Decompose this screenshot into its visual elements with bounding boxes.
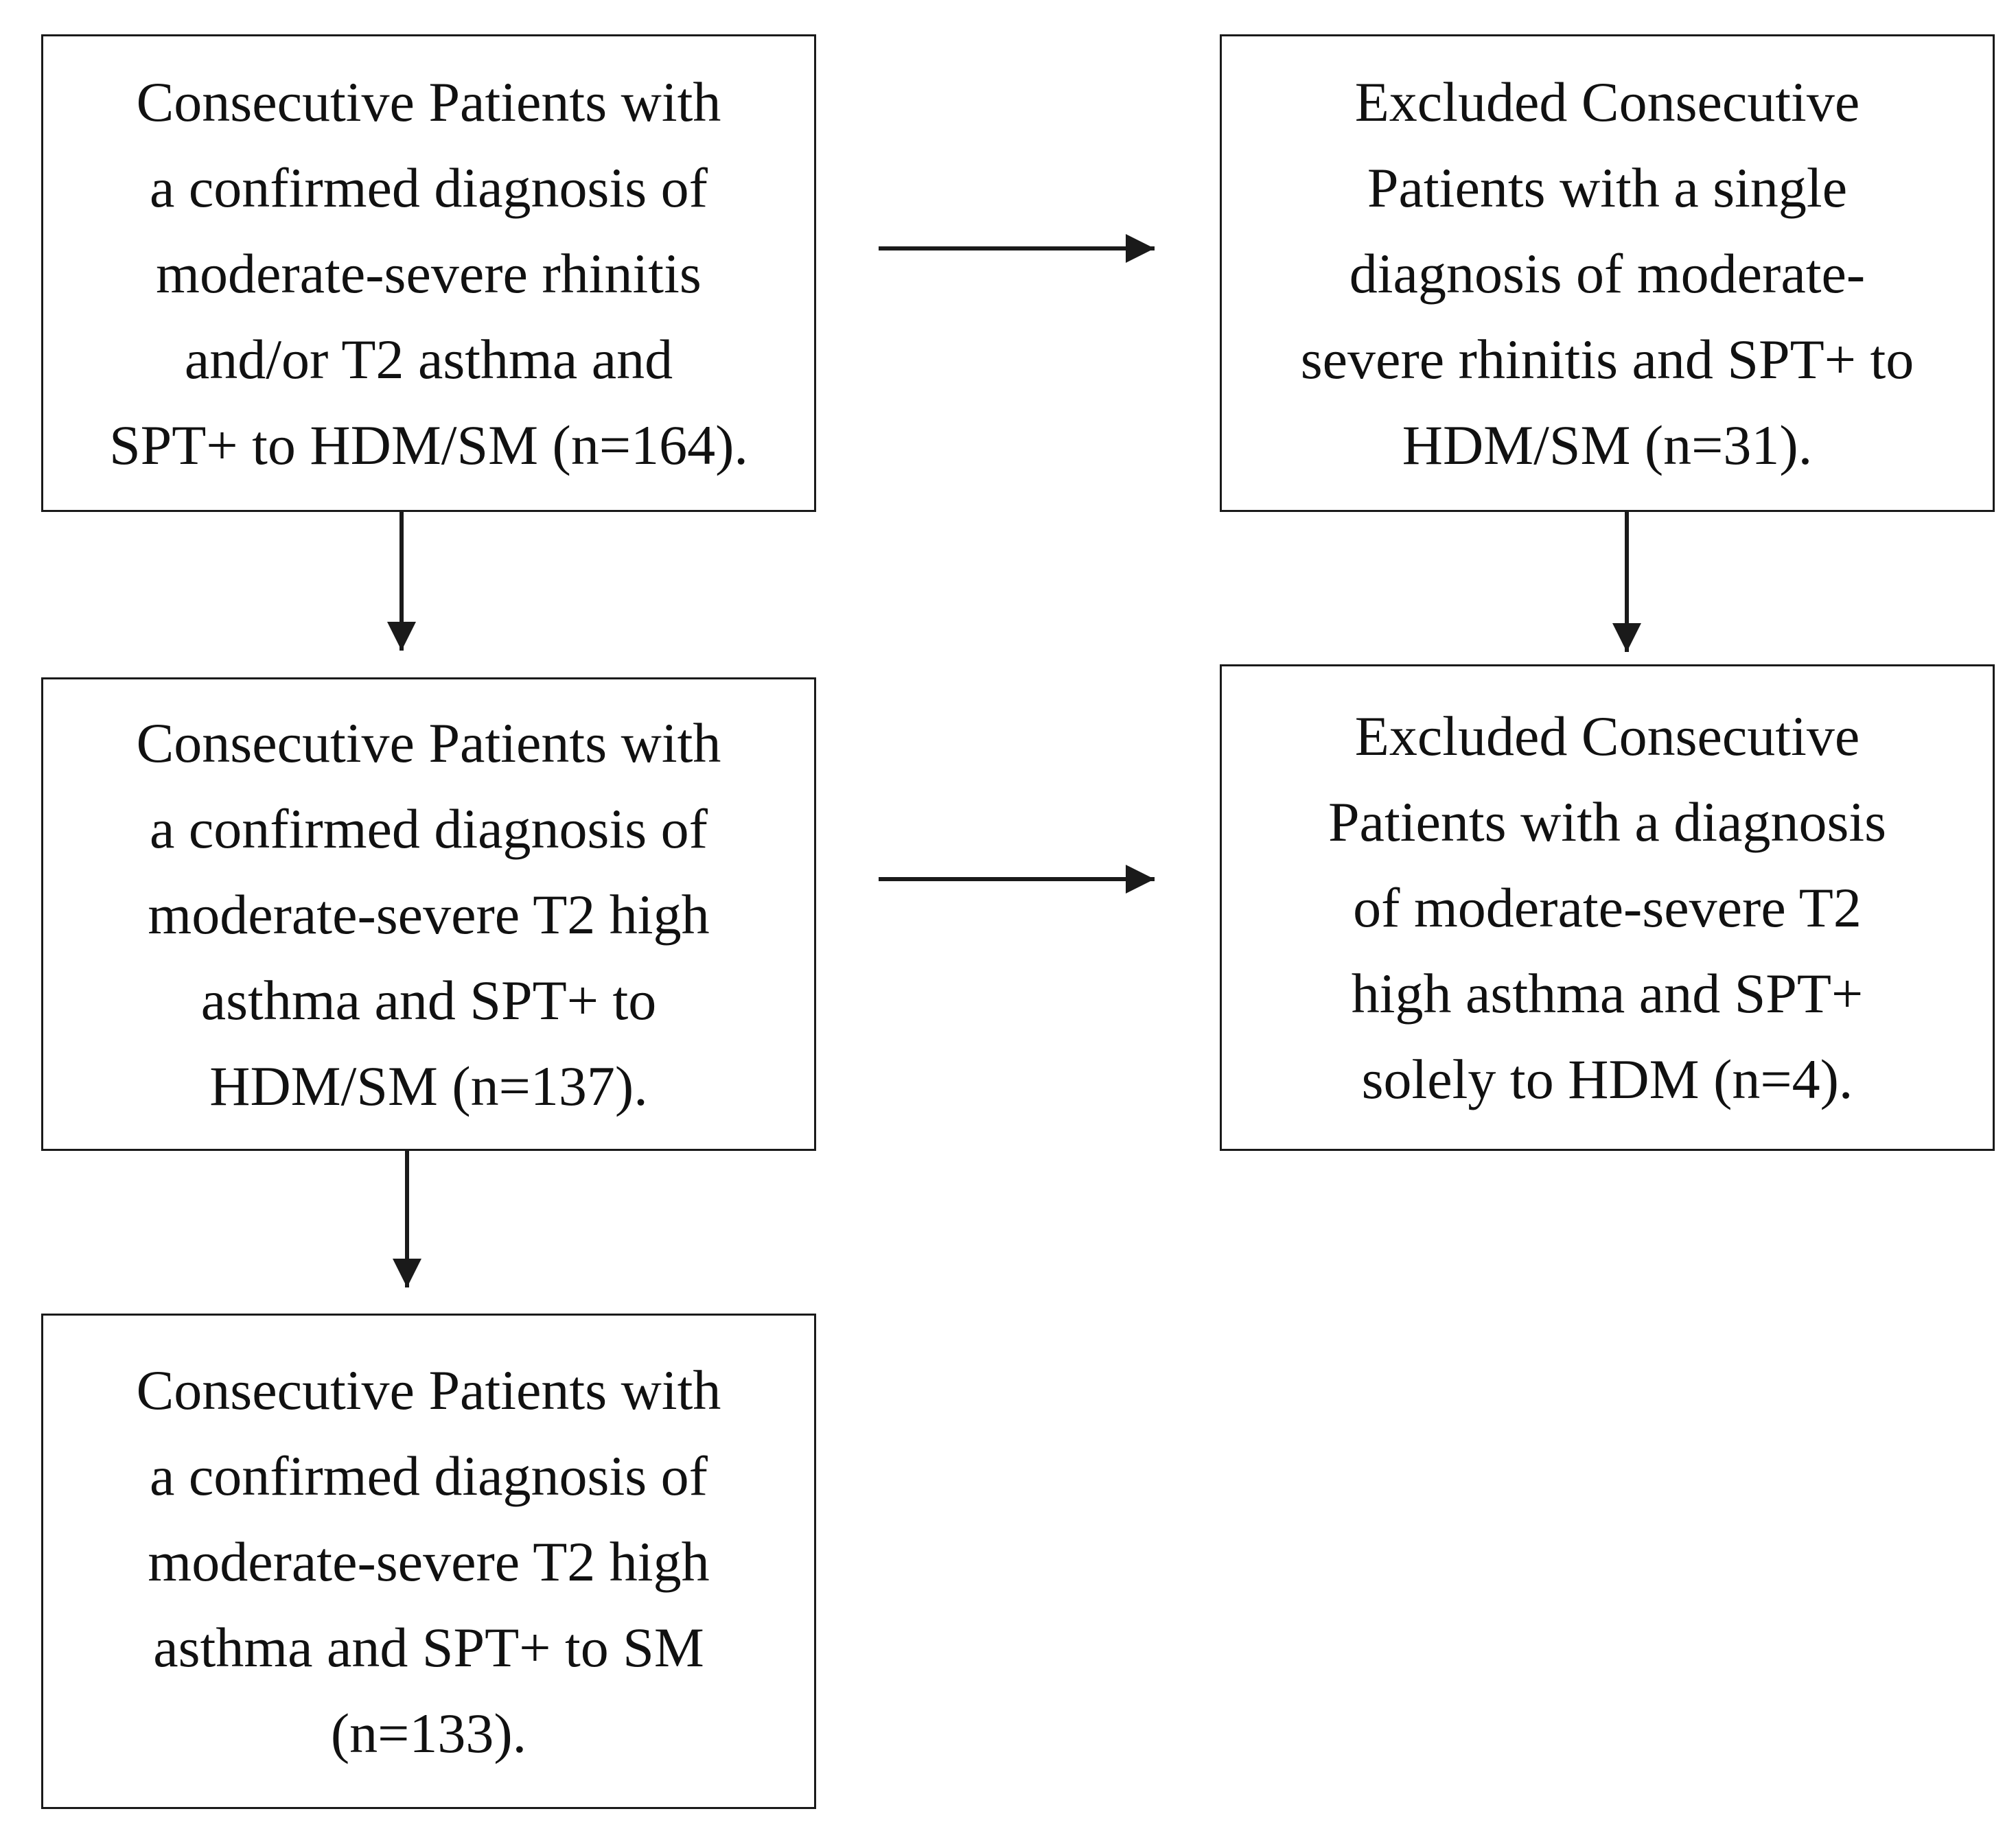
included-patients-text-164: Consecutive Patients with a confirmed di… [109,70,748,476]
excluded-patients-text-4: Excluded Consecutive Patients with a dia… [1328,705,1887,1110]
included-patients-text-133: Consecutive Patients with a confirmed di… [136,1358,721,1764]
included-patients-box-137: Consecutive Patients with a confirmed di… [41,677,816,1151]
excluded-patients-box-4: Excluded Consecutive Patients with a dia… [1220,664,1995,1151]
included-patients-text-137: Consecutive Patients with a confirmed di… [136,711,721,1117]
excluded-patients-text-31: Excluded Consecutive Patients with a sin… [1300,70,1914,476]
included-patients-box-164: Consecutive Patients with a confirmed di… [41,34,816,512]
included-patients-box-133: Consecutive Patients with a confirmed di… [41,1314,816,1809]
excluded-patients-box-31: Excluded Consecutive Patients with a sin… [1220,34,1995,512]
